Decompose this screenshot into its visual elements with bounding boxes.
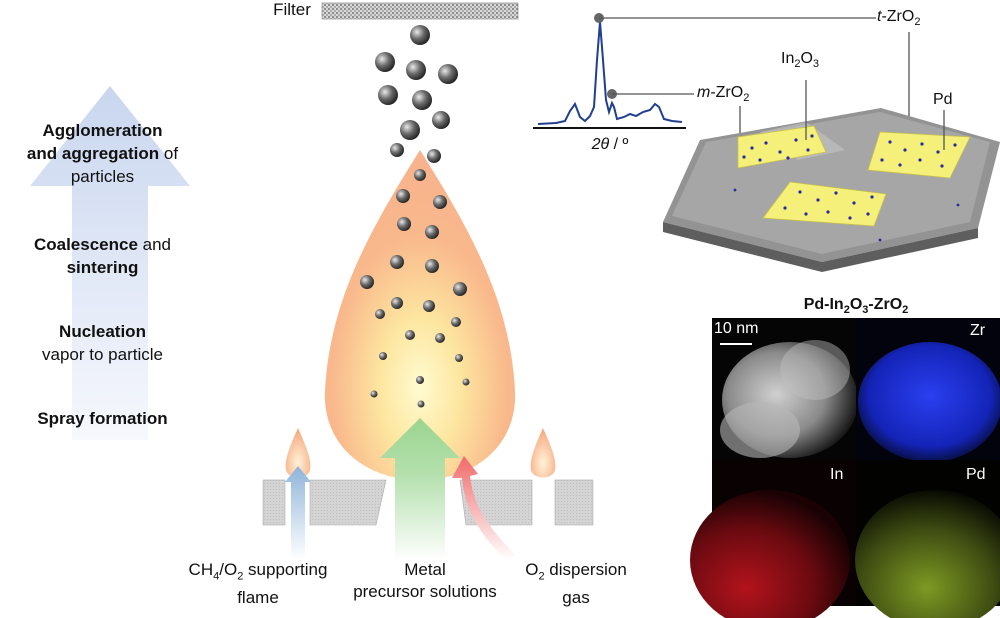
- filter-label: Filter: [273, 0, 311, 19]
- o2-disp-text: O: [525, 560, 539, 579]
- stage-agglomeration-line3: particles: [70, 167, 135, 186]
- particles: [360, 25, 470, 408]
- in2o3-patch: [737, 125, 827, 169]
- ch4-sub: 4: [213, 570, 220, 583]
- precursor-arrow: [380, 418, 460, 560]
- main-flame: [324, 150, 516, 480]
- eds-mapping: [690, 318, 1000, 618]
- xrd-plot: [533, 13, 910, 135]
- stage-agglomeration-normal: of: [159, 144, 179, 163]
- flame-text: flame: [237, 588, 279, 608]
- precursor-label: Metal precursor solutions: [340, 559, 510, 603]
- o-text: O: [800, 50, 813, 67]
- m-zro2-text: -ZrO: [710, 84, 744, 101]
- ch4-text: CH: [188, 560, 214, 579]
- stage-nucleation-bold: Nucleation: [59, 322, 146, 341]
- supporting-text: supporting: [243, 560, 328, 579]
- ch4-o2-arrow: [285, 466, 311, 560]
- dispersion-text: dispersion: [544, 560, 627, 579]
- precursor-text: precursor solutions: [353, 582, 497, 601]
- o2-dispersion-arrow: [452, 456, 516, 560]
- stage-coalescence-bold2: sintering: [66, 258, 139, 277]
- o2-text: /O: [219, 560, 238, 579]
- left-pilot-flame: [285, 428, 311, 478]
- o2-disp-sub: 2: [538, 570, 545, 583]
- in2o3-patch: [762, 181, 887, 227]
- catalyst-model: [663, 80, 1000, 272]
- o2-sub: 2: [237, 570, 244, 583]
- in2o3-label: In2O3: [781, 48, 819, 75]
- xrd-trace: [537, 21, 683, 125]
- t-prefix: t: [877, 8, 882, 25]
- eds-title-b: O: [849, 296, 863, 313]
- stage-coalescence: Coalescence and sintering: [0, 233, 205, 279]
- stage-spray: Spray formation: [0, 407, 205, 430]
- stage-nucleation-line2: vapor to particle: [42, 345, 163, 364]
- stage-agglomeration-bold2: and aggregation: [26, 144, 160, 163]
- gas-text: gas: [562, 588, 590, 608]
- eds-title-s2: 3: [862, 304, 869, 317]
- ch4-o2-label: CH4/O2 supporting flame: [168, 559, 348, 609]
- stage-nucleation: Nucleation vapor to particle: [0, 320, 205, 366]
- stage-agglomeration-bold: Agglomeration: [42, 121, 163, 140]
- in-text: In: [781, 50, 795, 67]
- t-zro2-text: -ZrO: [881, 8, 915, 25]
- metal-text: Metal: [404, 560, 446, 579]
- eds-title: Pd-In2O3-ZrO2: [712, 294, 1000, 321]
- t-zro2-label: t-ZrO2: [877, 6, 920, 33]
- o2-dispersion-label: O2 dispersion gas: [512, 559, 640, 609]
- stage-coalescence-normal: and: [137, 235, 172, 254]
- xrd-axis-label: 2θ / º: [562, 134, 658, 156]
- scale-bar-label: 10 nm: [714, 320, 759, 337]
- growth-stage-arrow: [30, 86, 190, 440]
- degree-unit: / º: [609, 136, 629, 153]
- eds-title-a: Pd-In: [803, 296, 844, 313]
- t-zro2-sub: 2: [914, 16, 921, 29]
- zr-panel-label: Zr: [970, 322, 986, 339]
- right-pilot-flame: [530, 428, 556, 478]
- two-theta-text: 2θ: [591, 136, 610, 153]
- eds-title-c: -ZrO: [868, 296, 903, 313]
- pd-panel-label: Pd: [966, 466, 986, 483]
- stage-agglomeration: Agglomeration and aggregation of particl…: [0, 119, 205, 188]
- m-zro2-sub: 2: [743, 92, 750, 105]
- in-sub: 2: [794, 58, 801, 71]
- m-zro2-label: m-ZrO2: [697, 82, 749, 109]
- stage-coalescence-bold: Coalescence: [33, 235, 138, 254]
- pd-label: Pd: [933, 91, 953, 108]
- eds-title-s1: 2: [843, 304, 850, 317]
- m-prefix: m: [697, 84, 711, 101]
- filter: [321, 2, 519, 20]
- stage-spray-bold: Spray formation: [37, 409, 168, 428]
- eds-title-s3: 2: [902, 304, 909, 317]
- in-panel-label: In: [830, 466, 844, 483]
- burner-blocks: [262, 479, 594, 526]
- o-sub: 3: [812, 58, 820, 71]
